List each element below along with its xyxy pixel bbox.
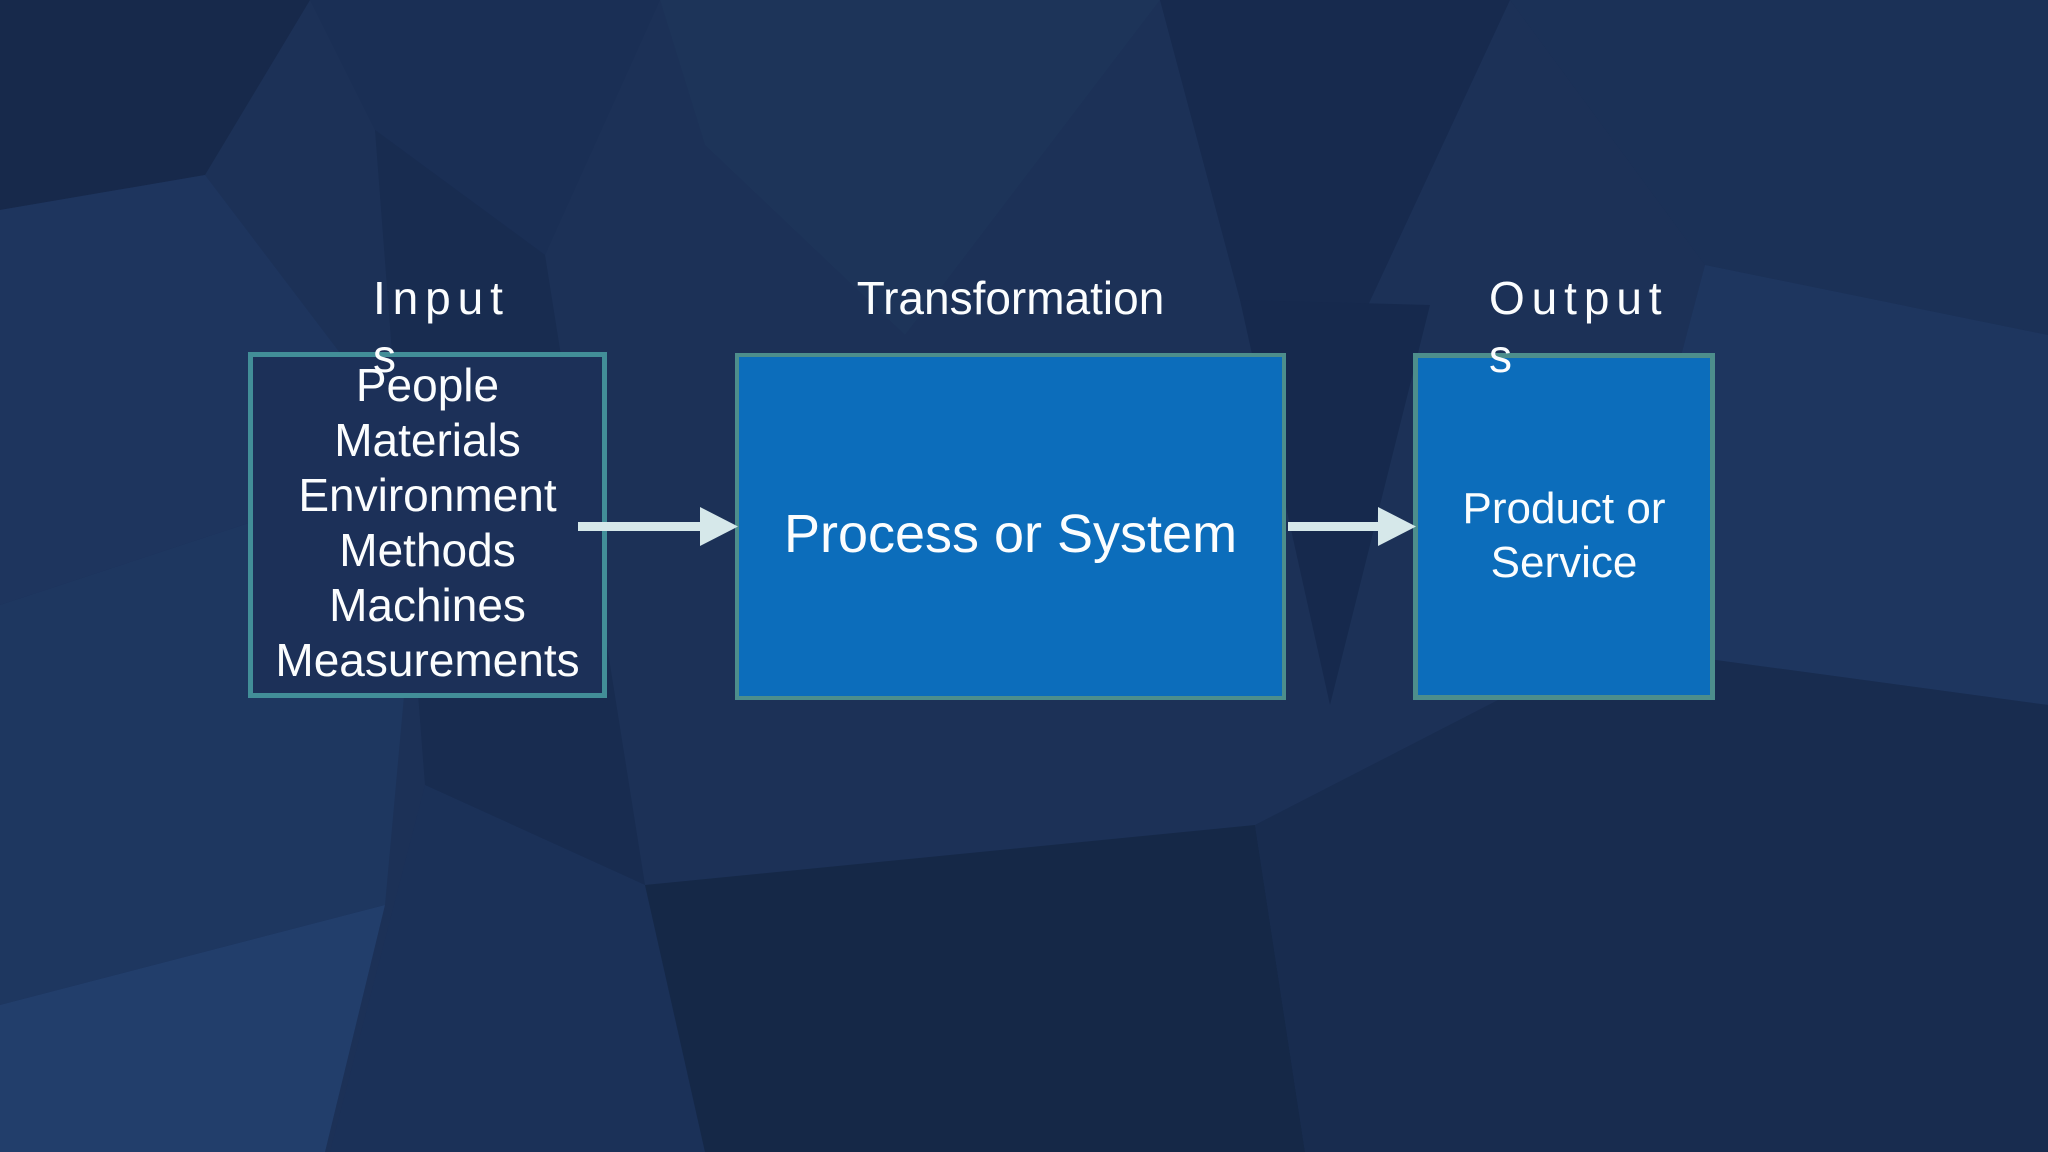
inputs-list-item: Materials [334,414,521,466]
transformation-title: Transformation [856,272,1165,324]
inputs-list-item: Measurements [275,634,580,686]
inputs-title: Inputs [373,272,510,382]
inputs-list-item: Methods [339,524,516,576]
process-box [735,353,1286,700]
process-box-label: Process or System [783,504,1238,564]
inputs-list-item: Environment [298,469,557,521]
inputs-box [248,352,607,698]
inputs-list-item: People [355,359,500,411]
outputs-title: Outputs [1489,272,1669,382]
inputs-list: People Materials Environment Methods Mac… [248,358,607,688]
outputs-box-label: Product or Service [1462,484,1666,587]
inputs-list-item: Machines [329,579,526,631]
outputs-box [1413,353,1715,700]
